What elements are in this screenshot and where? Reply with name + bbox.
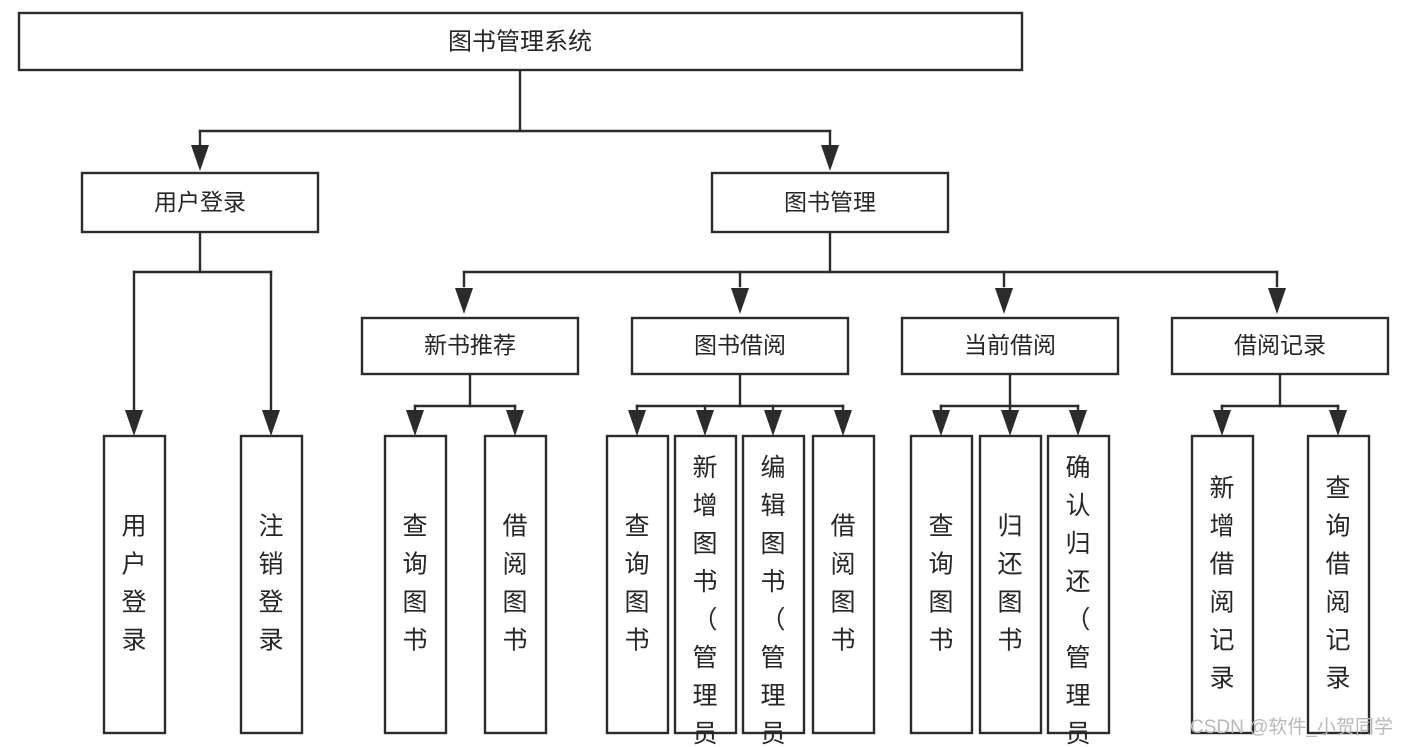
node-root-label: 图书管理系统 <box>448 28 592 55</box>
leaf-return-book-label: 归还图书 <box>997 512 1023 654</box>
arrow-leaf-user-login <box>125 410 143 436</box>
node-user-login-label: 用户登录 <box>154 189 246 215</box>
leaf-borrow-book-1-label: 借阅图书 <box>502 512 528 654</box>
leaf-query-record-label: 查询借阅记录 <box>1325 474 1351 692</box>
arrow-leaf-borrow-book-2 <box>834 410 852 436</box>
leaf-return-book-box[interactable] <box>978 434 1043 735</box>
arrow-to-book-borrow <box>731 288 749 314</box>
arrow-to-book-manage <box>821 145 839 171</box>
node-book-manage[interactable]: 图书管理 <box>710 171 950 234</box>
node-new-book-recommend-label: 新书推荐 <box>424 332 516 358</box>
arrow-leaf-query-record <box>1329 410 1347 436</box>
leaf-add-book-box[interactable] <box>673 434 738 735</box>
node-current-borrow[interactable]: 当前借阅 <box>900 316 1120 376</box>
node-book-borrow-box[interactable] <box>630 316 850 376</box>
leaf-query-book-2-label: 查询图书 <box>624 512 650 654</box>
arrow-to-user-login <box>191 145 209 171</box>
arrow-to-borrow-record <box>1268 288 1286 314</box>
leaf-query-book-3-box[interactable] <box>909 434 974 735</box>
node-book-borrow-label: 图书借阅 <box>694 332 786 358</box>
leaf-query-record-box[interactable] <box>1306 434 1371 735</box>
node-new-book-recommend-box[interactable] <box>360 316 580 376</box>
leaf-edit-book-label: 编辑图书（管理员） <box>760 454 786 747</box>
leaf-query-book-1-box[interactable] <box>383 434 448 735</box>
node-user-login-box[interactable] <box>80 171 320 234</box>
leaf-logout-login-box[interactable] <box>239 434 304 735</box>
leaf-user-login-label: 用户登录 <box>121 512 147 654</box>
leaf-label-layer: 用户登录 注销登录 查询图书 借阅图书 查询图书 新增图书（管理员） 编辑图书（管理员） 借阅… <box>121 454 1351 747</box>
leaf-confirm-return-label: 确认归还（管理员） <box>1065 454 1091 747</box>
leaf-nodes-group <box>102 434 1371 735</box>
arrow-leaf-query-book-1 <box>406 410 424 436</box>
leaf-add-record-label: 新增借阅记录 <box>1209 474 1235 692</box>
node-book-borrow[interactable]: 图书借阅 <box>630 316 850 376</box>
leaf-borrow-book-2-box[interactable] <box>811 434 876 735</box>
leaf-edit-book-box[interactable] <box>741 434 806 735</box>
arrow-leaf-logout-login <box>262 410 280 436</box>
connector-group <box>125 68 1347 436</box>
node-borrow-record-label: 借阅记录 <box>1234 332 1326 358</box>
node-user-login[interactable]: 用户登录 <box>80 171 320 234</box>
node-book-manage-label: 图书管理 <box>784 189 876 215</box>
node-borrow-record-box[interactable] <box>1170 316 1390 376</box>
leaf-query-book-2-box[interactable] <box>605 434 670 735</box>
leaf-add-record-box[interactable] <box>1190 434 1255 735</box>
leaf-user-login-box[interactable] <box>102 434 167 735</box>
arrow-leaf-add-book <box>696 410 714 436</box>
leaf-confirm-return-box[interactable] <box>1046 434 1111 735</box>
arrow-leaf-query-book-2 <box>628 410 646 436</box>
node-borrow-record[interactable]: 借阅记录 <box>1170 316 1390 376</box>
leaf-query-book-3-label: 查询图书 <box>928 512 954 654</box>
node-root-box[interactable] <box>17 11 1024 72</box>
leaf-add-book-label: 新增图书（管理员） <box>692 454 718 747</box>
arrow-to-current-borrow <box>995 288 1013 314</box>
leaf-logout-login-label: 注销登录 <box>258 512 284 654</box>
arrow-leaf-return-book <box>1001 410 1019 436</box>
arrow-leaf-borrow-book-1 <box>506 410 524 436</box>
node-current-borrow-box[interactable] <box>900 316 1120 376</box>
arrow-leaf-add-record <box>1213 410 1231 436</box>
watermark-text: CSDN @软件_小贺同学 <box>1190 717 1393 738</box>
leaf-query-book-1-label: 查询图书 <box>402 512 428 654</box>
arrow-leaf-edit-book <box>764 410 782 436</box>
arrow-leaf-confirm-return <box>1069 410 1087 436</box>
node-book-manage-box[interactable] <box>710 171 950 234</box>
node-current-borrow-label: 当前借阅 <box>964 332 1056 358</box>
leaf-borrow-book-1-box[interactable] <box>483 434 548 735</box>
arrow-to-new-book-recommend <box>455 288 473 314</box>
node-new-book-recommend[interactable]: 新书推荐 <box>360 316 580 376</box>
arrow-leaf-query-book-3 <box>932 410 950 436</box>
leaf-borrow-book-2-label: 借阅图书 <box>830 512 856 654</box>
node-root[interactable]: 图书管理系统 <box>17 11 1024 72</box>
